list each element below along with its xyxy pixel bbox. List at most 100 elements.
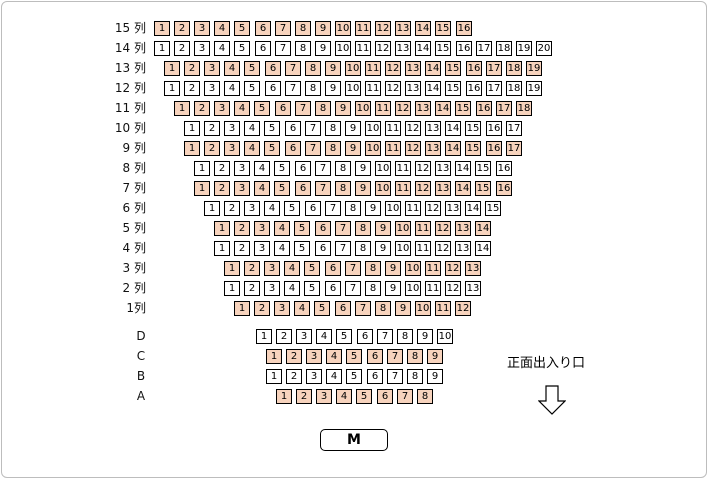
seat[interactable]: 12 — [415, 181, 431, 196]
seat[interactable]: 7 — [335, 221, 351, 236]
seat[interactable]: 6 — [295, 181, 311, 196]
seat[interactable]: 7 — [387, 349, 403, 364]
seat[interactable]: 16 — [496, 181, 512, 196]
seat[interactable]: 4 — [244, 141, 260, 156]
seat[interactable]: 8 — [335, 181, 351, 196]
seat[interactable]: 18 — [496, 41, 512, 56]
seat[interactable]: 6 — [255, 21, 271, 36]
seat[interactable]: 9 — [427, 369, 443, 384]
seat[interactable]: 16 — [476, 101, 492, 116]
seat[interactable]: 6 — [357, 329, 373, 344]
seat[interactable]: 1 — [214, 241, 230, 256]
seat[interactable]: 7 — [387, 369, 403, 384]
seat[interactable]: 6 — [315, 221, 331, 236]
seat[interactable]: 2 — [276, 329, 292, 344]
seat[interactable]: 8 — [325, 141, 341, 156]
seat[interactable]: 6 — [255, 41, 271, 56]
seat[interactable]: 12 — [445, 281, 461, 296]
seat[interactable]: 18 — [506, 81, 522, 96]
seat[interactable]: 2 — [286, 349, 302, 364]
seat[interactable]: 13 — [445, 201, 461, 216]
seat[interactable]: 13 — [455, 221, 471, 236]
seat[interactable]: 10 — [345, 61, 361, 76]
seat[interactable]: 4 — [336, 389, 352, 404]
seat[interactable]: 9 — [325, 61, 341, 76]
seat[interactable]: 14 — [415, 21, 431, 36]
seat[interactable]: 6 — [325, 261, 341, 276]
seat[interactable]: 2 — [244, 281, 260, 296]
seat[interactable]: 2 — [204, 141, 220, 156]
seat[interactable]: 6 — [265, 81, 281, 96]
seat[interactable]: 3 — [234, 181, 250, 196]
seat[interactable]: 10 — [437, 329, 453, 344]
seat[interactable]: 1 — [204, 201, 220, 216]
seat[interactable]: 13 — [455, 241, 471, 256]
seat[interactable]: 11 — [425, 281, 441, 296]
seat[interactable]: 6 — [275, 101, 291, 116]
seat[interactable]: 3 — [254, 221, 270, 236]
seat[interactable]: 2 — [174, 21, 190, 36]
seat[interactable]: 3 — [224, 121, 240, 136]
seat[interactable]: 5 — [244, 61, 260, 76]
seat[interactable]: 12 — [415, 161, 431, 176]
seat[interactable]: 2 — [234, 221, 250, 236]
seat[interactable]: 6 — [315, 241, 331, 256]
seat[interactable]: 8 — [295, 21, 311, 36]
seat[interactable]: 11 — [375, 101, 391, 116]
seat[interactable]: 1 — [194, 181, 210, 196]
seat[interactable]: 4 — [214, 41, 230, 56]
seat[interactable]: 4 — [244, 121, 260, 136]
seat[interactable]: 5 — [234, 21, 250, 36]
seat[interactable]: 4 — [254, 161, 270, 176]
seat[interactable]: 1 — [164, 81, 180, 96]
seat[interactable]: 3 — [204, 81, 220, 96]
seat[interactable]: 8 — [345, 201, 361, 216]
seat[interactable]: 13 — [465, 281, 481, 296]
seat[interactable]: 2 — [224, 201, 240, 216]
seat[interactable]: 5 — [284, 201, 300, 216]
seat[interactable]: 2 — [244, 261, 260, 276]
seat[interactable]: 8 — [417, 389, 433, 404]
seat[interactable]: 5 — [264, 141, 280, 156]
seat[interactable]: 17 — [506, 141, 522, 156]
seat[interactable]: 14 — [455, 161, 471, 176]
seat[interactable]: 9 — [375, 221, 391, 236]
seat[interactable]: 6 — [335, 301, 351, 316]
seat[interactable]: 4 — [254, 181, 270, 196]
seat[interactable]: 2 — [296, 389, 312, 404]
seat[interactable]: 1 — [174, 101, 190, 116]
seat[interactable]: 12 — [385, 81, 401, 96]
seat[interactable]: 9 — [345, 121, 361, 136]
seat[interactable]: 6 — [377, 389, 393, 404]
seat[interactable]: 13 — [435, 181, 451, 196]
seat[interactable]: 2 — [184, 61, 200, 76]
seat[interactable]: 12 — [395, 101, 411, 116]
seat[interactable]: 1 — [154, 41, 170, 56]
seat[interactable]: 10 — [355, 101, 371, 116]
seat[interactable]: 11 — [415, 241, 431, 256]
seat[interactable]: 3 — [234, 161, 250, 176]
seat[interactable]: 13 — [405, 61, 421, 76]
seat[interactable]: 14 — [475, 241, 491, 256]
seat[interactable]: 5 — [346, 349, 362, 364]
seat[interactable]: 1 — [276, 389, 292, 404]
seat[interactable]: 9 — [315, 21, 331, 36]
seat[interactable]: 7 — [275, 21, 291, 36]
seat[interactable]: 3 — [204, 61, 220, 76]
seat[interactable]: 6 — [367, 369, 383, 384]
seat[interactable]: 1 — [234, 301, 250, 316]
seat[interactable]: 5 — [294, 221, 310, 236]
seat[interactable]: 8 — [397, 329, 413, 344]
seat[interactable]: 18 — [516, 101, 532, 116]
seat[interactable]: 11 — [415, 221, 431, 236]
seat[interactable]: 15 — [475, 181, 491, 196]
seat[interactable]: 5 — [274, 161, 290, 176]
seat[interactable]: 15 — [485, 201, 501, 216]
seat[interactable]: 6 — [367, 349, 383, 364]
seat[interactable]: 15 — [445, 61, 461, 76]
seat[interactable]: 16 — [486, 121, 502, 136]
seat[interactable]: 9 — [335, 101, 351, 116]
seat[interactable]: 1 — [184, 141, 200, 156]
seat[interactable]: 2 — [214, 161, 230, 176]
seat[interactable]: 11 — [385, 121, 401, 136]
